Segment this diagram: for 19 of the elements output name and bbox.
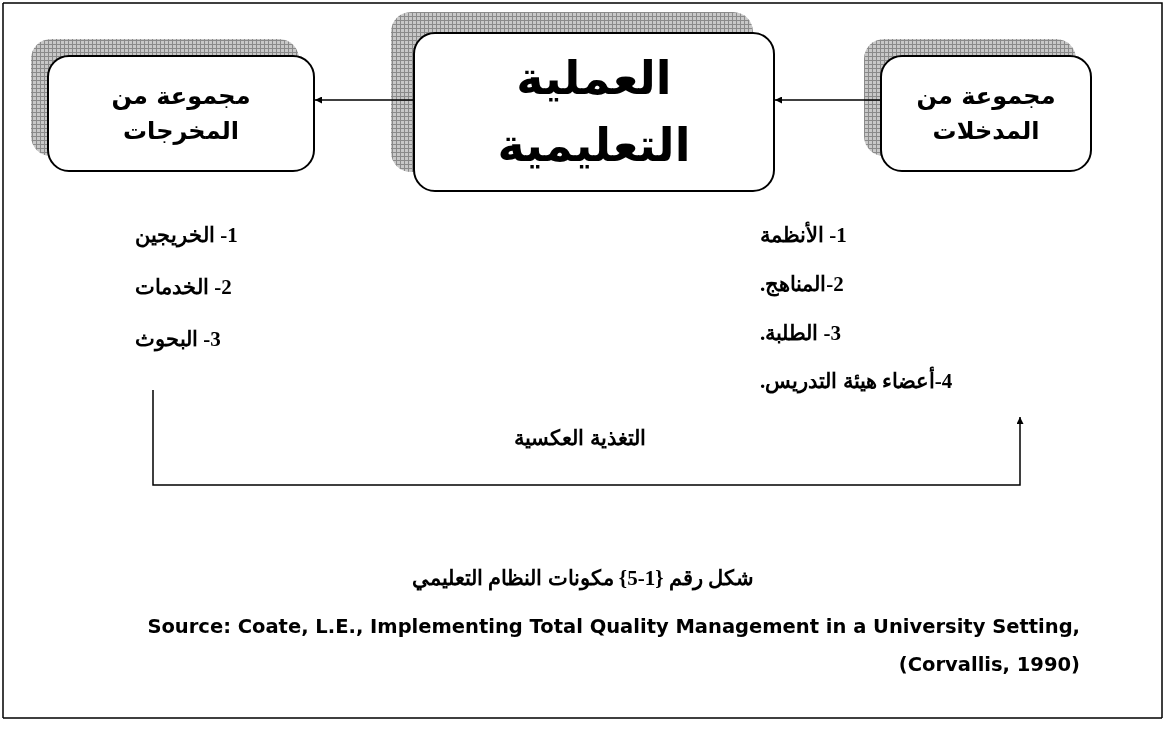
list-item: 1- الخريجين [135,222,238,250]
list-item: 1- الأنظمة [760,222,847,249]
box-title: العملية التعليمية [496,50,692,174]
list-item: 4-أعضاء هيئة التدريس. [760,368,953,417]
process-box [413,32,775,192]
arrow [774,96,881,104]
feedback-arrow [152,389,1024,486]
group-box [880,55,1092,172]
figure-caption: شكل رقم {1-5} مكونات النظام التعليمي [411,566,755,591]
list-item: 3- الطلبة. [760,319,841,347]
box-title: مجموعة من المخرجات [110,80,252,147]
list-item: 3- البحوث [135,326,221,354]
edge-label: التغذية العكسية [513,426,647,451]
source-note: Source: Coate, L.E., Implementing Total Quality Management in a University Setting, (Corvallis, 1990) [146,614,1080,678]
list-item: 2-المناهج. [760,270,844,299]
box-title: مجموعة من المدخلات [915,80,1057,147]
list-item: 2- الخدمات [135,274,232,301]
arrow [314,96,414,104]
group-box [47,55,315,172]
